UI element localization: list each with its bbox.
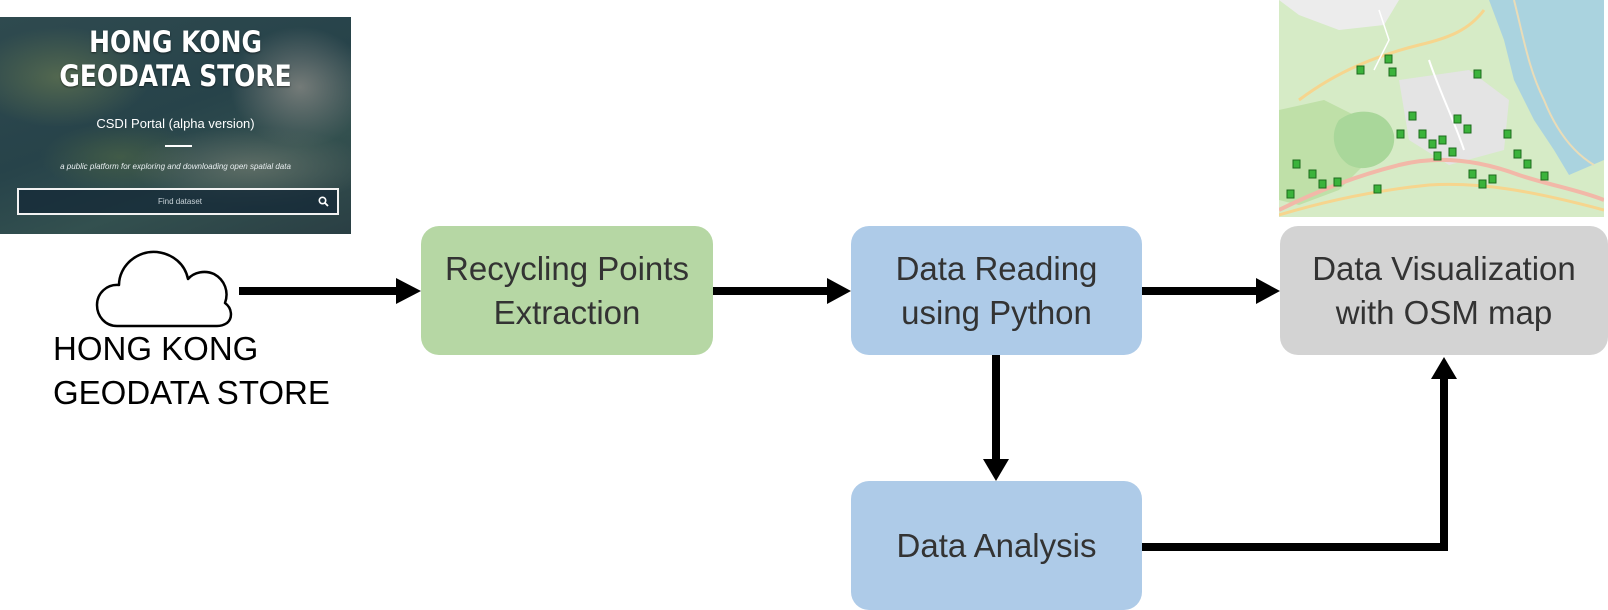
visualization-label: Data Visualization with OSM map bbox=[1312, 249, 1576, 331]
dataset-search-box: Find dataset bbox=[17, 188, 339, 215]
geodata-title-line2: GEODATA STORE bbox=[59, 59, 292, 93]
osm-map-screenshot bbox=[1279, 0, 1604, 217]
arrowhead-reading bbox=[827, 278, 851, 304]
recycling-points-extraction-box: Recycling Points Extraction bbox=[421, 226, 713, 355]
arrowhead-visualization-bottom bbox=[1431, 357, 1457, 379]
search-placeholder: Find dataset bbox=[157, 197, 203, 206]
arrowhead-analysis bbox=[983, 459, 1009, 481]
analysis-label: Data Analysis bbox=[896, 526, 1097, 564]
source-label-line1: HONG KONG bbox=[53, 330, 259, 367]
reading-label: Data Reading using Python bbox=[895, 249, 1098, 331]
data-visualization-box: Data Visualization with OSM map bbox=[1280, 226, 1608, 355]
search-icon bbox=[318, 196, 329, 207]
arrow-analysis-to-visualization bbox=[1142, 379, 1448, 551]
arrowhead-visualization bbox=[1256, 278, 1280, 304]
extraction-label: Recycling Points Extraction bbox=[445, 249, 689, 331]
divider bbox=[165, 145, 192, 147]
data-reading-box: Data Reading using Python bbox=[851, 226, 1142, 355]
geodata-title-line1: HONG KONG bbox=[89, 25, 262, 59]
source-label: HONG KONG GEODATA STORE bbox=[53, 327, 330, 415]
data-analysis-box: Data Analysis bbox=[851, 481, 1142, 610]
portal-tagline: a public platform for exploring and down… bbox=[60, 162, 291, 171]
portal-subtitle: CSDI Portal (alpha version) bbox=[96, 116, 255, 131]
arrowhead-extraction bbox=[396, 278, 421, 304]
cloud-icon bbox=[95, 250, 233, 328]
source-label-line2: GEODATA STORE bbox=[53, 374, 330, 411]
geodata-store-title: HONG KONG GEODATA STORE bbox=[25, 25, 327, 93]
geodata-store-screenshot: HONG KONG GEODATA STORE CSDI Portal (alp… bbox=[0, 17, 351, 234]
